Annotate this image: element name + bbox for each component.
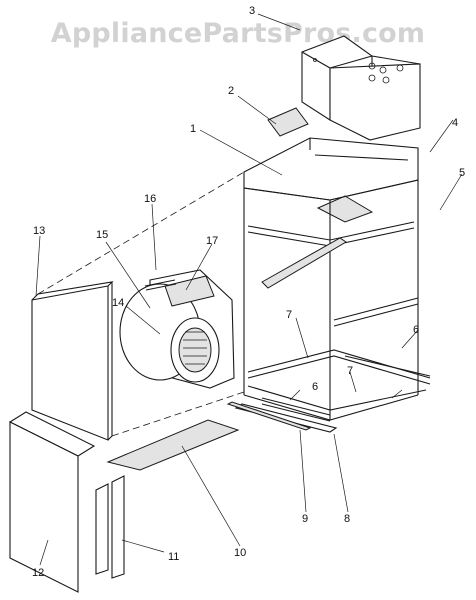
callout-11: 11 bbox=[168, 551, 179, 563]
callout-labels: 1 2 3 4 5 6 6 7 7 8 9 10 11 12 13 14 15 … bbox=[32, 5, 465, 579]
callout-12: 12 bbox=[32, 567, 44, 579]
part-15-blower-assembly bbox=[119, 269, 235, 389]
callout-2: 2 bbox=[228, 85, 234, 97]
part-12-front-panel bbox=[8, 411, 96, 593]
cabinet-frame bbox=[234, 137, 431, 433]
part-2-plate bbox=[267, 107, 309, 137]
callout-6-right: 6 bbox=[413, 324, 419, 336]
callout-3: 3 bbox=[249, 5, 255, 17]
callout-leaders bbox=[35, 13, 463, 566]
callout-7-upper: 7 bbox=[286, 309, 292, 321]
part-16-bracket bbox=[145, 283, 177, 291]
callout-7-right: 7 bbox=[347, 365, 353, 377]
watermark: AppliancePartsPros.com bbox=[50, 18, 426, 49]
callout-10: 10 bbox=[234, 547, 246, 559]
part-10-plate bbox=[106, 419, 240, 471]
callout-9: 9 bbox=[302, 513, 308, 525]
callout-13: 13 bbox=[33, 225, 45, 237]
callout-16: 16 bbox=[144, 193, 156, 205]
part-13-side-panel bbox=[31, 281, 114, 441]
callout-14: 14 bbox=[112, 297, 124, 309]
callout-5: 5 bbox=[459, 167, 465, 179]
callout-4: 4 bbox=[452, 117, 458, 129]
callout-1: 1 bbox=[190, 123, 196, 135]
callout-8: 8 bbox=[344, 513, 350, 525]
callout-17: 17 bbox=[206, 235, 218, 247]
part-9-strip bbox=[226, 401, 312, 431]
part-3-control-box bbox=[301, 35, 421, 141]
callout-15: 15 bbox=[96, 229, 108, 241]
part-11-channel bbox=[95, 475, 125, 579]
callout-6-lower: 6 bbox=[312, 381, 318, 393]
alignment-lines bbox=[37, 171, 245, 437]
